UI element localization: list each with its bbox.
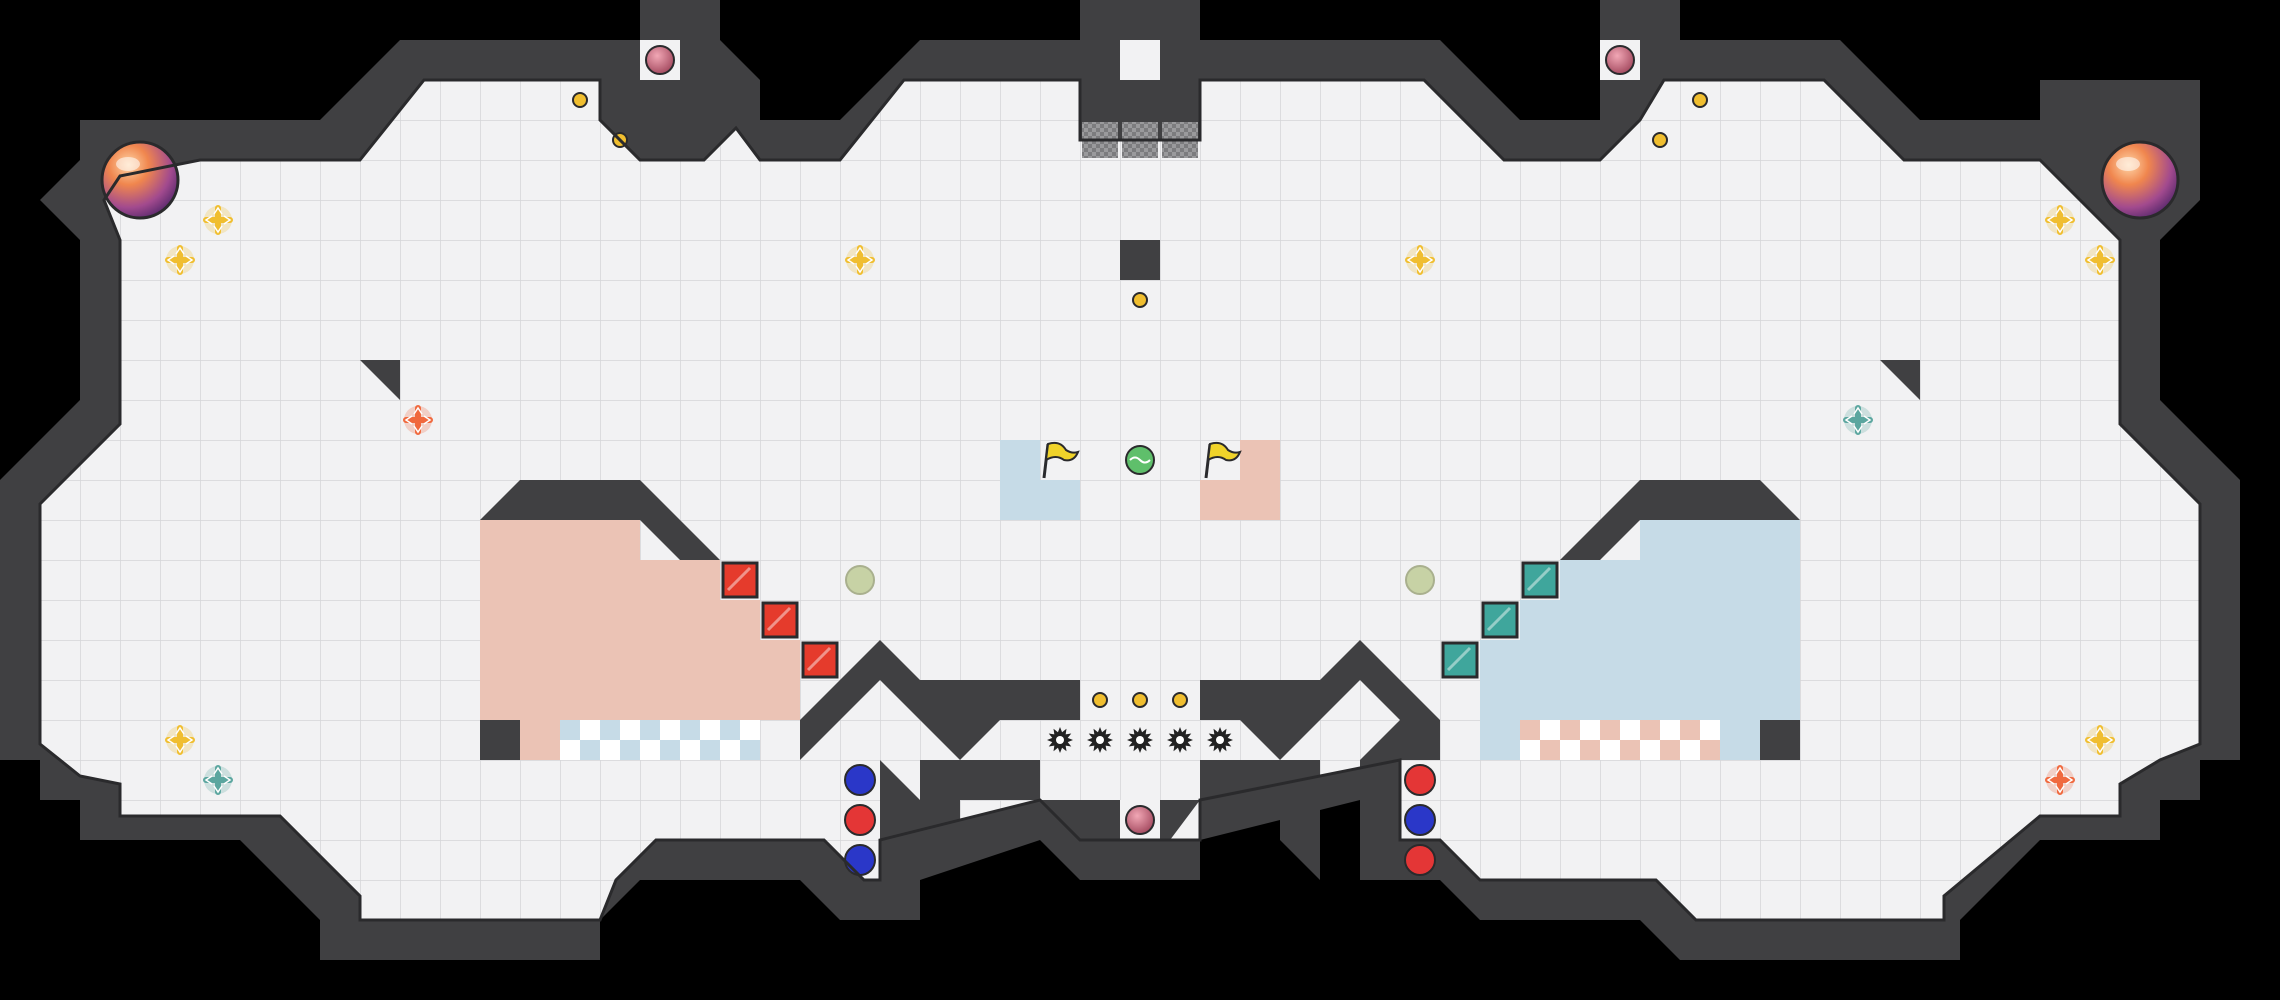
boost-icon[interactable]: [1843, 405, 1873, 435]
portal-icon[interactable]: [844, 804, 876, 836]
portal-icon[interactable]: [844, 844, 876, 876]
boost-icon[interactable]: [203, 205, 233, 235]
red-base-checker-strip: [560, 720, 760, 760]
gate-shine: [726, 566, 752, 592]
bottom-left-wall: [920, 760, 1040, 880]
portal-icon[interactable]: [1404, 764, 1436, 796]
gate-shine: [806, 646, 832, 672]
gate-shine: [1446, 646, 1472, 672]
boost-icon[interactable]: [165, 245, 195, 275]
right-upper-wall: [1560, 480, 1800, 560]
floor-border: [38, 78, 2202, 922]
powerup-icon[interactable]: [645, 45, 675, 75]
center-block: [1120, 240, 1160, 280]
powerup-icon[interactable]: [1125, 805, 1155, 835]
flag-icon[interactable]: [1042, 441, 1080, 479]
center-ball-detail: [1129, 456, 1151, 464]
bomb-icon[interactable]: [1047, 727, 1073, 753]
bomb-icon[interactable]: [1207, 727, 1233, 753]
button-icon[interactable]: [1172, 692, 1188, 708]
right-corner-block: [1760, 720, 1800, 760]
powerup-icon[interactable]: [1605, 45, 1635, 75]
boost-icon[interactable]: [2085, 725, 2115, 755]
boost-icon[interactable]: [403, 405, 433, 435]
blue-base-checker-strip: [1520, 720, 1720, 760]
large-orb[interactable]: [100, 140, 180, 220]
red-base-zone: [480, 520, 800, 760]
orb-highlight: [116, 157, 140, 171]
flag-icon[interactable]: [1204, 441, 1242, 479]
blue-flag-pad: [1000, 440, 1080, 520]
left-nub: [360, 360, 400, 400]
teal-gate[interactable]: [1441, 641, 1479, 679]
dropped-ball: [1405, 565, 1435, 595]
portal-icon[interactable]: [1404, 844, 1436, 876]
right-nub: [1880, 360, 1920, 400]
teal-gate[interactable]: [1481, 601, 1519, 639]
floor: [40, 80, 2200, 920]
button-icon[interactable]: [1132, 292, 1148, 308]
right-center-wall: [1200, 640, 1440, 880]
button-icon[interactable]: [1692, 92, 1708, 108]
top-center-hole: [1120, 40, 1160, 80]
boost-icon[interactable]: [1405, 245, 1435, 275]
button-icon[interactable]: [1092, 692, 1108, 708]
floor-layer: [40, 80, 2200, 920]
button-icon[interactable]: [1132, 692, 1148, 708]
boost-icon[interactable]: [2045, 205, 2075, 235]
left-center-wall: [800, 640, 1080, 880]
bomb-icon[interactable]: [1127, 727, 1153, 753]
button-icon[interactable]: [1652, 132, 1668, 148]
teal-gate[interactable]: [1521, 561, 1559, 599]
boost-icon[interactable]: [2085, 245, 2115, 275]
red-gate[interactable]: [801, 641, 839, 679]
boost-icon[interactable]: [845, 245, 875, 275]
inner-walls: [360, 0, 1920, 880]
boost-icon[interactable]: [203, 765, 233, 795]
portal-icon[interactable]: [1404, 804, 1436, 836]
large-orb[interactable]: [2100, 140, 2180, 220]
left-corner-block: [480, 720, 520, 760]
boost-icon[interactable]: [2045, 765, 2075, 795]
red-gate[interactable]: [721, 561, 759, 599]
gate-shine: [1486, 606, 1512, 632]
red-flag-pad: [1200, 440, 1280, 520]
red-gate[interactable]: [761, 601, 799, 639]
portal-icon[interactable]: [844, 764, 876, 796]
blue-base-zone: [1480, 520, 1800, 760]
bomb-icon[interactable]: [1167, 727, 1193, 753]
bottom-right-wall: [1200, 760, 1320, 880]
button-icon[interactable]: [572, 92, 588, 108]
bomb-icon[interactable]: [1087, 727, 1113, 753]
gate-shine: [766, 606, 792, 632]
zone-layer: [480, 440, 1800, 760]
orb-highlight: [2116, 157, 2140, 171]
boost-icon[interactable]: [165, 725, 195, 755]
gate-shine: [1526, 566, 1552, 592]
dropped-ball: [845, 565, 875, 595]
left-upper-wall: [480, 480, 720, 560]
